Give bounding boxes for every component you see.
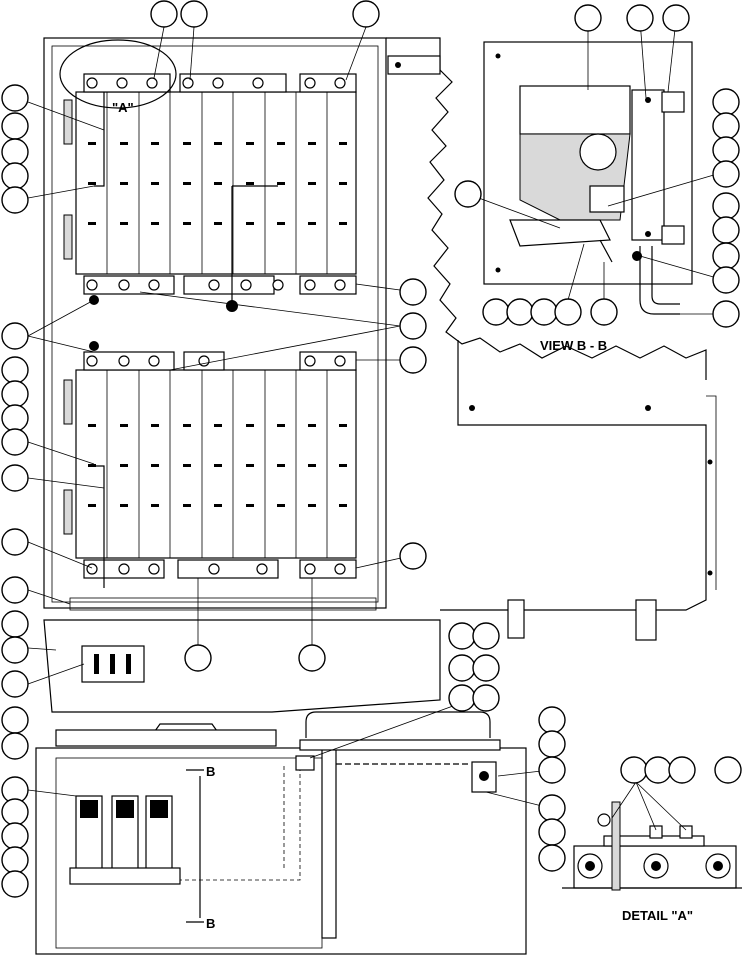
- lower-resistor-bank: [75, 341, 357, 588]
- callout: [1, 464, 29, 492]
- callout: [1, 428, 29, 456]
- callout: [482, 298, 510, 326]
- callout: [1, 706, 29, 734]
- callout: [298, 644, 326, 672]
- callout: [472, 654, 500, 682]
- callout: [712, 192, 740, 220]
- callout: [1, 84, 29, 112]
- callout: [352, 0, 380, 28]
- callout: [712, 160, 740, 188]
- callout: [538, 818, 566, 846]
- lower-enclosure: B B: [35, 711, 527, 955]
- callout: [180, 0, 208, 28]
- callout: [506, 298, 534, 326]
- callout: [1, 322, 29, 350]
- callout: [1, 870, 29, 898]
- callout: [714, 756, 742, 784]
- callout: [1, 112, 29, 140]
- callout: [1, 162, 29, 190]
- callout: [1, 404, 29, 432]
- callout: [668, 756, 696, 784]
- callout: [712, 266, 740, 294]
- callout: [620, 756, 648, 784]
- callout: [712, 112, 740, 140]
- callout: [712, 216, 740, 244]
- callout: [1, 670, 29, 698]
- callout: [1, 528, 29, 556]
- callout: [712, 88, 740, 116]
- callout: [184, 644, 212, 672]
- callout: [538, 730, 566, 758]
- callout: [1, 380, 29, 408]
- callout: [150, 0, 178, 28]
- detail-a: [562, 801, 742, 891]
- callout: [472, 684, 500, 712]
- callout: [399, 346, 427, 374]
- callout: [590, 298, 618, 326]
- callout: [1, 356, 29, 384]
- callout: [1, 138, 29, 166]
- detail-a-marker-circle: [59, 39, 177, 109]
- detail-a-title: DETAIL "A": [622, 908, 693, 923]
- callout: [399, 278, 427, 306]
- callout: [1, 610, 29, 638]
- callout: [662, 4, 690, 32]
- callout: [538, 844, 566, 872]
- side-housing: [440, 340, 717, 641]
- callout: [538, 756, 566, 784]
- callout: [712, 136, 740, 164]
- callout: [712, 300, 740, 328]
- callout: [1, 576, 29, 604]
- callout: [448, 654, 476, 682]
- callout: [1, 798, 29, 826]
- cabinet-frame: [43, 37, 441, 609]
- callout: [644, 756, 672, 784]
- callout: [1, 846, 29, 874]
- leader-lines: [27, 19, 725, 831]
- detail-a-marker-label: "A": [112, 100, 134, 115]
- callout-balloons: [1, 0, 742, 898]
- section-marker-top: B: [206, 764, 215, 779]
- callout: [454, 180, 482, 208]
- view-b-b-panel: [483, 41, 693, 315]
- callout: [448, 684, 476, 712]
- callout: [472, 622, 500, 650]
- upper-resistor-bank: [75, 73, 357, 312]
- callout: [530, 298, 558, 326]
- callout: [626, 4, 654, 32]
- cabinet-bottom: [43, 597, 441, 713]
- callout: [1, 732, 29, 760]
- callout: [399, 312, 427, 340]
- callout: [574, 4, 602, 32]
- break-line: [427, 69, 707, 380]
- section-marker-bottom: B: [206, 916, 215, 931]
- callout: [1, 822, 29, 850]
- callout: [448, 622, 476, 650]
- callout: [554, 298, 582, 326]
- view-b-b-title: VIEW B - B: [540, 338, 607, 353]
- callout: [712, 242, 740, 270]
- callout: [1, 186, 29, 214]
- callout: [399, 542, 427, 570]
- callout: [1, 636, 29, 664]
- callout: [538, 794, 566, 822]
- callout: [538, 706, 566, 734]
